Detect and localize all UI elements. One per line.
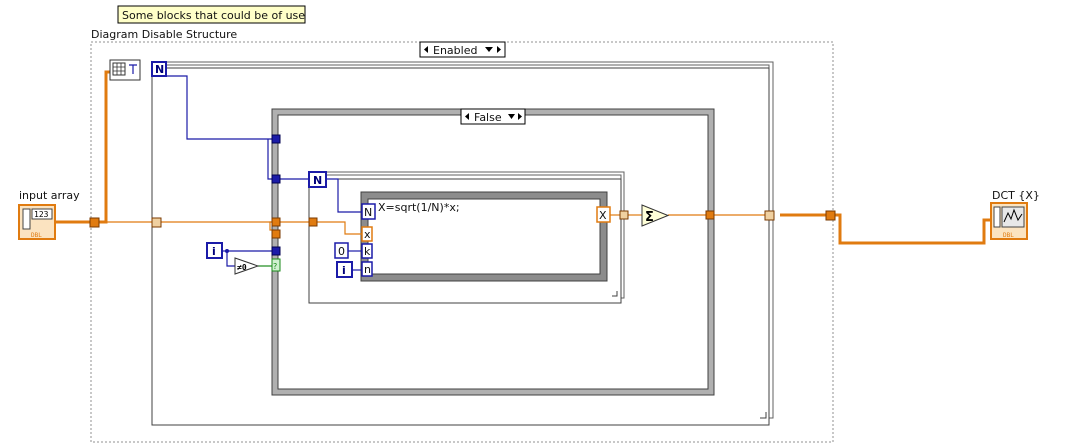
case-selector[interactable]: False (460, 108, 526, 125)
size-out-icon (129, 64, 137, 74)
output-type-code: DBL (1003, 232, 1014, 239)
array-grid-icon (112, 62, 126, 76)
case-tunnel-n[interactable] (271, 174, 281, 184)
wire-junction (225, 249, 229, 253)
case-selector-terminal[interactable]: ? (271, 258, 281, 272)
inner-iteration-terminal[interactable]: i (336, 261, 353, 278)
formula-input-n-upper-label: N (364, 206, 372, 219)
formula-output-label: X (599, 209, 607, 222)
formula-expression: X=sqrt(1/N)*x; (378, 201, 460, 214)
dct-output-indicator[interactable]: DCT {X} DBL (990, 189, 1040, 240)
case-tunnel-i[interactable] (271, 246, 281, 256)
inner-count-terminal[interactable]: N (308, 171, 327, 188)
comment-text: Some blocks that could be of use (122, 9, 305, 22)
case-selector-value: False (474, 111, 502, 124)
selector-right-arrow-icon[interactable] (497, 46, 501, 53)
array-index-icon (993, 206, 1001, 228)
outer-iteration-label: i (212, 245, 216, 258)
array-index-icon (22, 208, 31, 230)
formula-input-k[interactable]: k (361, 243, 373, 259)
autoindex-tunnel-in[interactable] (151, 217, 162, 228)
outer-iteration-terminal[interactable]: i (206, 242, 223, 259)
input-array-label: input array (19, 189, 80, 202)
not-equal-zero-label: ≠0 (237, 263, 247, 272)
case-left-arrow-icon[interactable] (465, 113, 469, 120)
graph-icon (1001, 206, 1025, 228)
inner-count-label: N (313, 174, 322, 187)
constant-zero-label: 0 (338, 245, 345, 258)
tunnel-input-array[interactable] (89, 217, 100, 228)
disable-selector[interactable]: Enabled (419, 41, 506, 58)
add-array-elements-function[interactable]: Σ (641, 204, 670, 227)
formula-input-n-lower-label: n (364, 263, 371, 276)
numeric-glyph: 123 (34, 210, 49, 219)
case-tunnel-n-top[interactable] (271, 134, 281, 144)
outer-count-label: N (155, 63, 164, 76)
autoindex-tunnel-out[interactable] (764, 210, 775, 221)
inner-loop-tunnel-out[interactable] (619, 210, 629, 220)
input-array-control[interactable]: input array 123 DBL (18, 189, 80, 240)
chevron-down-icon[interactable] (508, 114, 515, 119)
case-tunnel-x[interactable] (271, 217, 281, 227)
tunnels[interactable] (89, 134, 836, 256)
input-type-code: DBL (31, 232, 42, 239)
formula-input-x[interactable]: x (361, 226, 373, 242)
inner-iteration-label: i (342, 264, 346, 277)
sum-glyph: Σ (645, 210, 654, 225)
outer-count-terminal[interactable]: N (151, 61, 167, 77)
formula-output-x[interactable]: X (596, 206, 611, 223)
int-wires (166, 75, 362, 271)
disable-structure-label: Diagram Disable Structure (91, 28, 237, 41)
formula-input-n-lower[interactable]: n (361, 261, 373, 277)
case-right-arrow-icon[interactable] (518, 113, 522, 120)
dct-output-label: DCT {X} (992, 189, 1040, 202)
inner-loop-tunnel-x[interactable] (308, 217, 318, 227)
case-selector-glyph: ? (273, 262, 277, 271)
inner-loop-resize-icon[interactable] (612, 291, 618, 297)
comment-box: Some blocks that could be of use (117, 5, 306, 24)
tunnel-output[interactable] (825, 210, 836, 221)
not-equal-zero-function[interactable]: ≠0 (234, 257, 260, 275)
diagram-disable-structure[interactable]: Diagram Disable Structure (90, 28, 834, 443)
selector-left-arrow-icon[interactable] (424, 46, 428, 53)
constant-zero[interactable]: 0 (334, 242, 349, 259)
disable-selector-value: Enabled (433, 44, 477, 57)
formula-node[interactable]: X=sqrt(1/N)*x; (360, 191, 608, 282)
chevron-down-icon[interactable] (485, 47, 493, 52)
formula-input-n-upper[interactable]: N (361, 203, 376, 220)
case-tunnel-out[interactable] (705, 210, 715, 220)
case-tunnel-x2[interactable] (271, 229, 281, 239)
array-size-function[interactable] (109, 59, 141, 81)
outer-loop-resize-icon[interactable] (760, 412, 767, 419)
formula-input-k-label: k (364, 245, 371, 258)
formula-input-x-label: x (364, 228, 371, 241)
